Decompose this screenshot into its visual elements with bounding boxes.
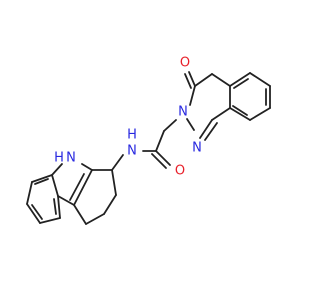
- ring-nitrogen-label: N: [178, 105, 188, 120]
- bond: [233, 78, 249, 89]
- bond: [39, 217, 61, 224]
- bond: [111, 154, 124, 171]
- bond: [163, 119, 177, 132]
- bond: [51, 174, 59, 197]
- bond: [57, 195, 61, 219]
- ketone-oxygen-label: O: [180, 56, 190, 71]
- atom-label-layer: O N N O N H N H: [54, 56, 202, 179]
- bond: [57, 195, 75, 206]
- amide-oxygen-label: O: [175, 164, 185, 179]
- bond: [186, 118, 195, 131]
- bond: [85, 213, 105, 225]
- ring-nitrogen-label: N: [192, 141, 202, 156]
- bond: [184, 73, 192, 89]
- bond: [31, 204, 43, 220]
- bond: [51, 163, 63, 176]
- bond: [155, 130, 165, 152]
- bond: [73, 204, 87, 225]
- bond: [249, 107, 271, 121]
- bond: [249, 72, 271, 87]
- bond: [31, 174, 53, 183]
- bond: [194, 73, 213, 87]
- molecule-diagram: O N N O N H N H: [26, 56, 271, 225]
- amide-hydrogen-label: H: [127, 128, 137, 143]
- bond: [73, 169, 93, 206]
- indole-nitrogen-label: N: [66, 151, 76, 166]
- bond: [229, 107, 251, 121]
- bond: [26, 203, 41, 224]
- bond: [151, 153, 167, 169]
- bond: [232, 105, 248, 116]
- bond: [26, 181, 33, 205]
- bond: [211, 73, 231, 87]
- bond-layer: [26, 71, 271, 225]
- bond: [188, 71, 196, 87]
- bond: [103, 194, 117, 215]
- bond: [155, 150, 171, 166]
- indole-hydrogen-label: H: [54, 151, 64, 166]
- bond: [81, 163, 93, 171]
- amide-nitrogen-label: N: [127, 144, 137, 159]
- bond: [204, 122, 218, 141]
- bond: [34, 178, 49, 185]
- bond: [53, 198, 57, 215]
- bond: [229, 72, 251, 87]
- bond: [111, 169, 117, 196]
- bond: [69, 173, 85, 201]
- bond: [211, 107, 231, 121]
- bond: [189, 85, 196, 106]
- bond: [199, 119, 213, 139]
